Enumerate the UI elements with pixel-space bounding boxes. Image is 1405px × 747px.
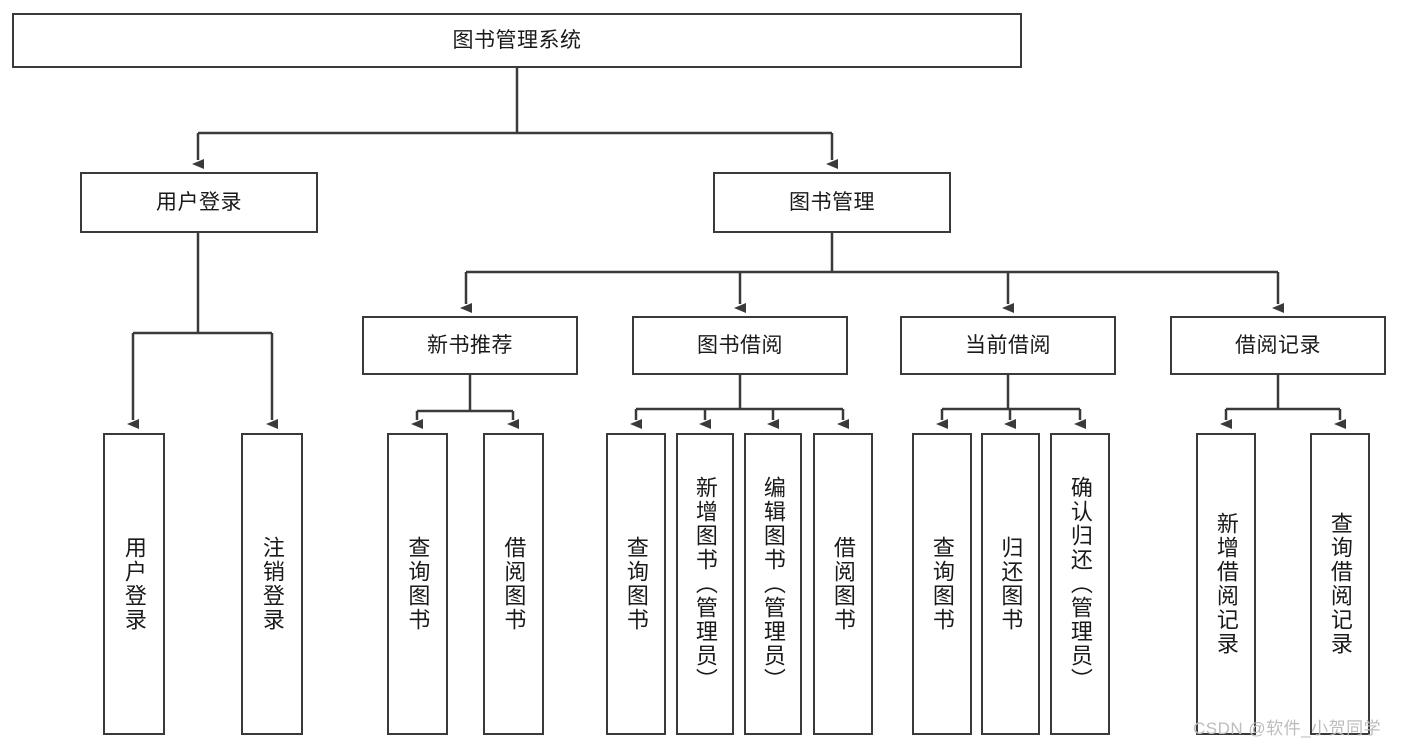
leaf-query-book-recommend[interactable]: 查询图书 bbox=[387, 433, 448, 735]
csdn-watermark: CSDN @软件_小贺同学 bbox=[1193, 719, 1382, 738]
node-label: 图书管理系统 bbox=[452, 28, 582, 52]
node-label: 借阅记录 bbox=[1235, 333, 1321, 357]
leaf-query-book-borrow[interactable]: 查询图书 bbox=[606, 433, 666, 735]
node-label: 用户登录 bbox=[156, 190, 242, 214]
leaf-return-book[interactable]: 归还图书 bbox=[981, 433, 1040, 735]
node-label: 图书管理 bbox=[789, 190, 875, 214]
node-label: 查询图书 bbox=[929, 536, 955, 632]
node-user-login[interactable]: 用户登录 bbox=[80, 172, 318, 233]
node-label: 查询借阅记录 bbox=[1327, 512, 1353, 656]
node-borrow-record[interactable]: 借阅记录 bbox=[1170, 316, 1386, 375]
node-label: 借阅图书 bbox=[501, 536, 527, 632]
node-label: 确认归还（管理员） bbox=[1067, 476, 1093, 692]
leaf-user-login[interactable]: 用户登录 bbox=[103, 433, 165, 735]
node-label: 用户登录 bbox=[121, 536, 147, 632]
node-label: 查询图书 bbox=[405, 536, 431, 632]
node-label: 新增图书（管理员） bbox=[692, 476, 718, 692]
node-label: 查询图书 bbox=[623, 536, 649, 632]
leaf-add-borrow-record[interactable]: 新增借阅记录 bbox=[1196, 433, 1256, 735]
node-book-borrow[interactable]: 图书借阅 bbox=[632, 316, 848, 375]
node-current-borrow[interactable]: 当前借阅 bbox=[900, 316, 1116, 375]
leaf-confirm-return-admin[interactable]: 确认归还（管理员） bbox=[1050, 433, 1110, 735]
leaf-query-borrow-record[interactable]: 查询借阅记录 bbox=[1310, 433, 1370, 735]
node-new-book-recommendation[interactable]: 新书推荐 bbox=[362, 316, 578, 375]
node-label: 注销登录 bbox=[259, 536, 285, 632]
leaf-add-book-admin[interactable]: 新增图书（管理员） bbox=[676, 433, 734, 735]
node-label: 归还图书 bbox=[998, 536, 1024, 632]
node-label: 编辑图书（管理员） bbox=[760, 476, 786, 692]
node-root-book-management-system[interactable]: 图书管理系统 bbox=[12, 13, 1022, 68]
leaf-query-book-current[interactable]: 查询图书 bbox=[912, 433, 972, 735]
leaf-borrow-book-recommend[interactable]: 借阅图书 bbox=[483, 433, 544, 735]
node-label: 新增借阅记录 bbox=[1213, 512, 1239, 656]
leaf-logout-login[interactable]: 注销登录 bbox=[241, 433, 303, 735]
leaf-edit-book-admin[interactable]: 编辑图书（管理员） bbox=[744, 433, 802, 735]
node-label: 当前借阅 bbox=[965, 333, 1051, 357]
node-label: 图书借阅 bbox=[697, 333, 783, 357]
node-label: 新书推荐 bbox=[427, 333, 513, 357]
leaf-borrow-book[interactable]: 借阅图书 bbox=[813, 433, 873, 735]
node-book-management[interactable]: 图书管理 bbox=[713, 172, 951, 233]
node-label: 借阅图书 bbox=[830, 536, 856, 632]
